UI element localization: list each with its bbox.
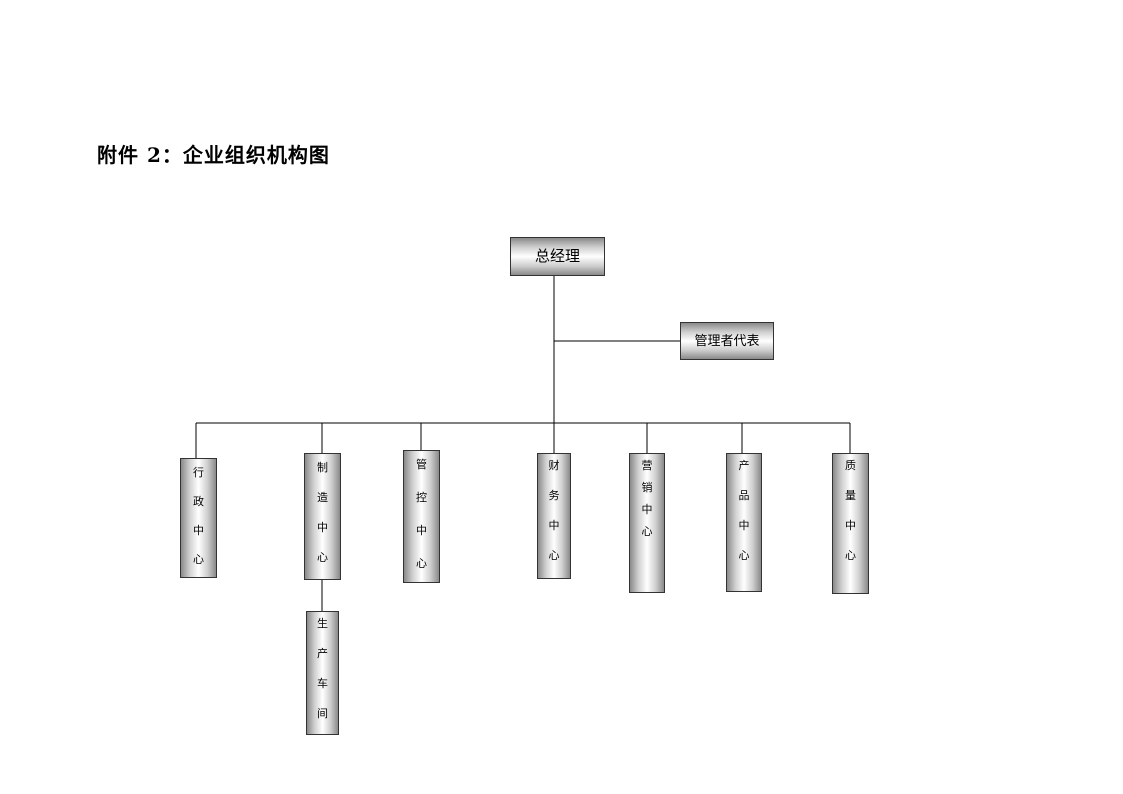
node-label-char: 质 bbox=[845, 459, 856, 472]
node-label-char: 中 bbox=[845, 519, 856, 532]
node-label-char: 量 bbox=[845, 489, 856, 502]
node-label-char: 中 bbox=[548, 519, 560, 532]
node-label-char: 心 bbox=[416, 557, 427, 570]
node-label: 总经理 bbox=[534, 247, 580, 265]
node-dept-finance: 财务中心 bbox=[537, 453, 571, 579]
node-label-char: 造 bbox=[317, 491, 328, 504]
node-label-char: 制 bbox=[317, 461, 328, 474]
node-label-char: 中 bbox=[416, 524, 427, 537]
node-label: 生产车间 bbox=[317, 618, 328, 719]
node-label: 管控中心 bbox=[416, 459, 427, 569]
page-title: 附件 2：企业组织机构图 bbox=[97, 143, 330, 167]
node-label-char: 行 bbox=[193, 466, 204, 479]
node-label-char: 政 bbox=[193, 495, 204, 508]
node-label-char: 中 bbox=[641, 503, 653, 516]
node-label-char: 心 bbox=[193, 553, 204, 566]
node-dept-control: 管控中心 bbox=[403, 450, 440, 583]
node-management-representative: 管理者代表 bbox=[680, 322, 774, 360]
node-dept-quality: 质量中心 bbox=[832, 453, 869, 594]
node-label-char: 营 bbox=[641, 459, 653, 472]
node-label: 行政中心 bbox=[193, 467, 204, 565]
node-production-workshop: 生产车间 bbox=[306, 611, 339, 735]
node-label: 制造中心 bbox=[317, 462, 328, 563]
node-general-manager: 总经理 bbox=[510, 237, 605, 276]
node-label-char: 间 bbox=[317, 707, 328, 720]
node-label-char: 控 bbox=[416, 491, 427, 504]
node-label-char: 心 bbox=[845, 549, 856, 562]
node-label-char: 管 bbox=[416, 458, 427, 471]
node-dept-product: 产品中心 bbox=[726, 453, 762, 592]
node-label-char: 中 bbox=[317, 521, 328, 534]
node-label: 产品中心 bbox=[739, 460, 750, 561]
node-label-char: 中 bbox=[193, 524, 204, 537]
node-label-char: 务 bbox=[548, 489, 560, 502]
node-label-char: 销 bbox=[641, 481, 653, 494]
node-label-char: 品 bbox=[738, 489, 750, 502]
node-dept-manufacturing: 制造中心 bbox=[304, 453, 341, 580]
node-label-char: 生 bbox=[317, 617, 328, 630]
node-label-char: 车 bbox=[317, 677, 328, 690]
node-label: 财务中心 bbox=[549, 460, 560, 561]
node-label-char: 心 bbox=[641, 525, 653, 538]
node-label-char: 财 bbox=[548, 459, 560, 472]
node-label: 营销中心 bbox=[642, 460, 653, 537]
node-dept-admin: 行政中心 bbox=[180, 458, 217, 578]
node-label-char: 心 bbox=[548, 549, 560, 562]
node-label: 质量中心 bbox=[845, 460, 856, 561]
node-label-char: 产 bbox=[317, 647, 328, 660]
node-label-char: 心 bbox=[738, 549, 750, 562]
node-label: 管理者代表 bbox=[694, 333, 760, 349]
node-label-char: 心 bbox=[317, 551, 328, 564]
node-dept-marketing: 营销中心 bbox=[629, 453, 665, 593]
node-label-char: 产 bbox=[738, 459, 750, 472]
node-label-char: 中 bbox=[738, 519, 750, 532]
